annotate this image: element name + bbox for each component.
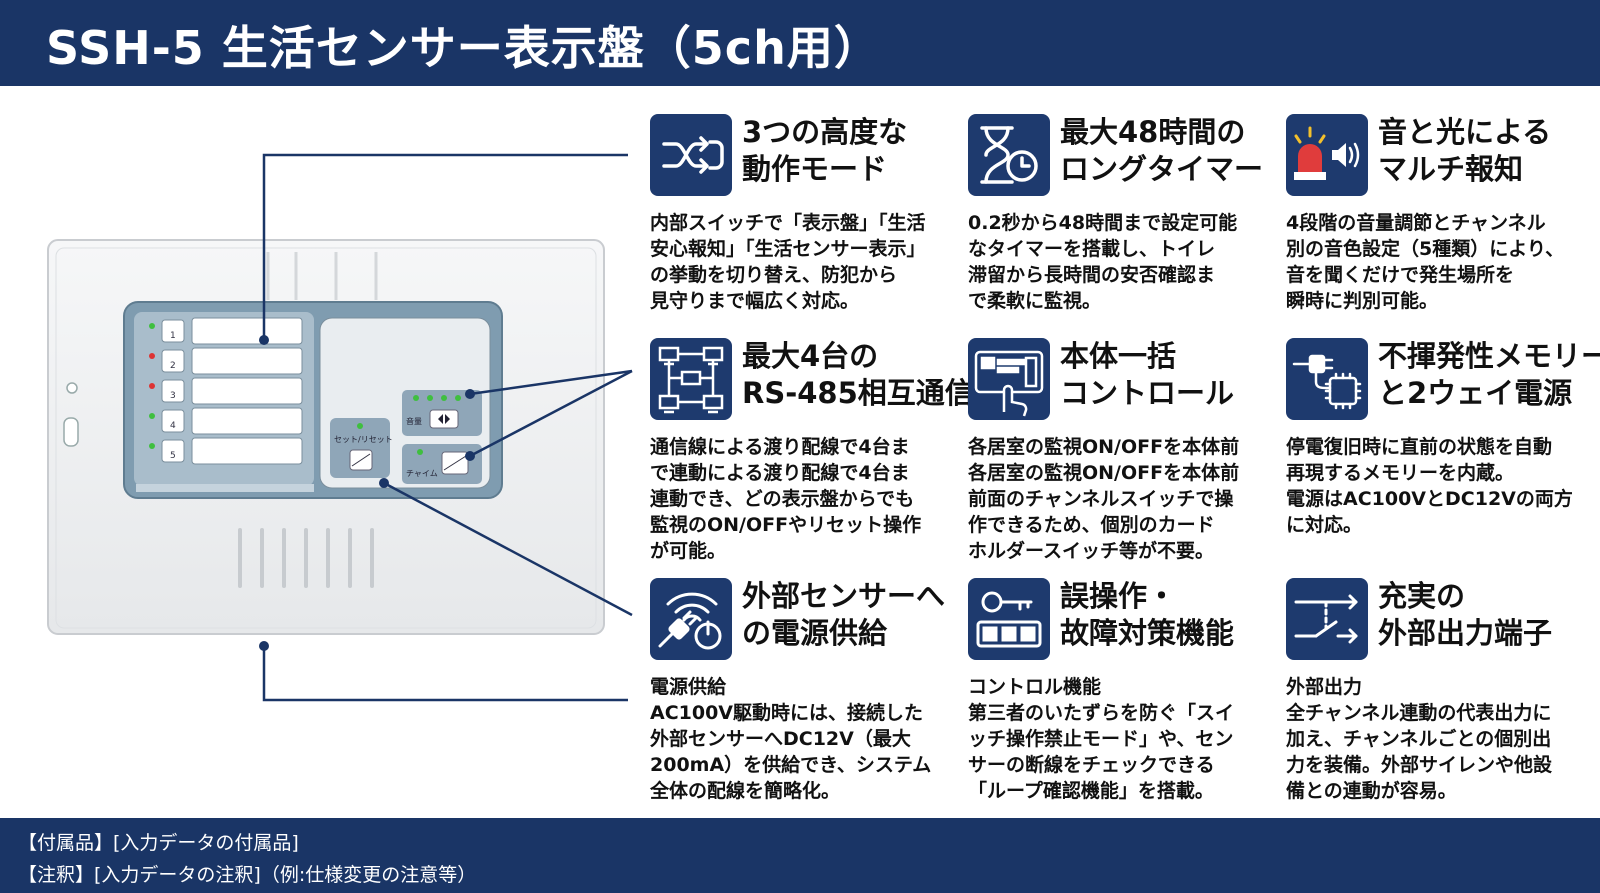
description-line: 0.2秒から48時間まで設定可能 xyxy=(968,212,1238,234)
volume-label: 音量 xyxy=(406,416,422,426)
feature-title-line: 外部センサーへ xyxy=(742,579,946,613)
feature-title-line: 充実の xyxy=(1378,579,1466,613)
feature-title-line: 故障対策機能 xyxy=(1060,616,1235,650)
description-line: 瞬時に判別可能。 xyxy=(1286,290,1439,312)
channel-number: 1 xyxy=(170,331,176,341)
description-line: 各居室の監視ON/OFFを本体前 xyxy=(968,462,1240,484)
description-line: なタイマーを搭載し、トイレ xyxy=(968,238,1216,260)
feature-description: 停電復旧時に直前の状態を自動再現するメモリーを内蔵。電源はAC100VとDC12… xyxy=(1286,434,1586,538)
description-line: 音を聞くだけで発生場所を xyxy=(1286,264,1515,286)
reset-label: セット/リセット xyxy=(334,435,393,444)
key-lock-icon xyxy=(968,578,1050,660)
network-icon xyxy=(650,338,732,420)
channel-number: 3 xyxy=(170,391,176,401)
channel-number: 5 xyxy=(170,451,176,461)
feature-subtitle: コントロル機能 xyxy=(968,676,1102,698)
description-line: 作できるため、個別のカード xyxy=(968,514,1215,536)
feature-description: 通信線による渡り配線で4台まで連動による渡り配線で4台ま連動でき、どの表示盤から… xyxy=(650,434,950,564)
feature-title-line: 最大4台の xyxy=(742,339,879,373)
description-line: 備との連動が容易。 xyxy=(1286,780,1457,802)
accessories-note: 【付属品】[入力データの付属品] xyxy=(18,832,299,854)
description-line: AC100V駆動時には、接続した xyxy=(650,702,924,724)
feature-description: 全チャンネル連動の代表出力に加え、チャンネルごとの個別出力を装備。外部サイレンや… xyxy=(1286,700,1586,804)
siren-speaker-icon xyxy=(1286,114,1368,196)
touch-panel-icon xyxy=(968,338,1050,420)
description-line: 電源はAC100VとDC12Vの両方 xyxy=(1286,488,1573,510)
feature-title-line: 最大48時間の xyxy=(1060,115,1246,149)
feature-title-line: 音と光による xyxy=(1378,115,1552,149)
description-line: が可能。 xyxy=(650,540,727,562)
chime-label: チャイム xyxy=(406,469,438,478)
description-line: 停電復旧時に直前の状態を自動 xyxy=(1286,436,1553,458)
description-line: で柔軟に監視。 xyxy=(968,290,1102,312)
feature-title-line: 3つの高度な xyxy=(742,115,908,149)
description-line: 「ループ確認機能」を搭載。 xyxy=(968,780,1214,802)
remarks-note: 【注釈】[入力データの注釈]（例:仕様変更の注意等） xyxy=(18,864,477,886)
description-line: 前面のチャンネルスイッチで操 xyxy=(968,488,1234,510)
description-line: 監視のON/OFFやリセット操作 xyxy=(650,514,922,536)
feature-description: 0.2秒から48時間まで設定可能なタイマーを搭載し、トイレ滞留から長時間の安否確… xyxy=(968,210,1268,314)
feature-title-line: 外部出力端子 xyxy=(1378,616,1553,650)
feature-title-line: と2ウェイ電源 xyxy=(1378,376,1573,410)
description-line: 別の音色設定（5種類）により、 xyxy=(1286,238,1565,260)
description-line: に対応。 xyxy=(1286,514,1363,536)
feature-title-line: 動作モード xyxy=(742,152,888,186)
channel-number: 4 xyxy=(170,421,176,431)
feature-title-line: ロングタイマー xyxy=(1060,152,1264,186)
description-line: の挙動を切り替え、防犯から xyxy=(650,264,898,286)
description-line: 連動でき、どの表示盤からでも xyxy=(650,488,915,510)
description-line: 見守りまで幅広く対応。 xyxy=(650,290,860,312)
description-line: ホルダースイッチ等が不要。 xyxy=(968,540,1215,562)
feature-title-line: RS-485相互通信 xyxy=(742,376,974,410)
feature-description: 第三者のいたずらを防ぐ「スイッチ操作禁止モード」や、センサーの断線をチェックでき… xyxy=(968,700,1268,804)
description-line: 外部センサーへDC12V（最大 xyxy=(650,728,911,750)
feature-title-line: 不揮発性メモリー xyxy=(1378,339,1600,373)
description-line: 通信線による渡り配線で4台ま xyxy=(650,436,910,458)
feature-description: 4段階の音量調節とチャンネル別の音色設定（5種類）により、音を聞くだけで発生場所… xyxy=(1286,210,1586,314)
output-switch-icon xyxy=(1286,578,1368,660)
description-line: 再現するメモリーを内蔵。 xyxy=(1286,462,1515,484)
description-line: 内部スイッチで「表示盤」「生活 xyxy=(650,212,926,234)
page-title: SSH-5 生活センサー表示盤（5ch用） xyxy=(46,21,881,75)
feature-subtitle: 外部出力 xyxy=(1286,676,1363,698)
feature-description: AC100V駆動時には、接続した外部センサーへDC12V（最大 200mA）を供給… xyxy=(650,700,950,804)
description-line: サーの断線をチェックできる xyxy=(968,754,1215,776)
feature-title-line: マルチ報知 xyxy=(1378,152,1524,186)
description-line: 安心報知」「生活センサー表示」 xyxy=(650,238,926,260)
channel-rows: 1 2 3 4 5 xyxy=(149,317,303,465)
description-line: 200mA）を供給でき、システム xyxy=(650,754,932,776)
description-line: で連動による渡り配線で4台ま xyxy=(650,462,910,484)
description-line: 加え、チャンネルごとの個別出 xyxy=(1286,728,1552,750)
feature-title-line: コントロール xyxy=(1060,376,1235,410)
footer-bar: 【付属品】[入力データの付属品] 【注釈】[入力データの注釈]（例:仕様変更の注… xyxy=(0,818,1600,893)
feature-title-line: 誤操作・ xyxy=(1060,579,1177,613)
feature-title-line: 本体一括 xyxy=(1060,339,1177,373)
feature-description: 内部スイッチで「表示盤」「生活安心報知」「生活センサー表示」の挙動を切り替え、防… xyxy=(650,210,950,314)
feature-description: 各居室の監視ON/OFFを本体前各居室の監視ON/OFFを本体前前面のチャンネル… xyxy=(968,434,1268,564)
description-line: 滞留から長時間の安否確認ま xyxy=(968,264,1216,286)
description-line: 4段階の音量調節とチャンネル xyxy=(1286,212,1546,234)
plug-chip-icon xyxy=(1286,338,1368,420)
display-panel-device: 1 2 3 4 5 セット/リセット 音量 チャイム xyxy=(47,239,605,635)
channel-number: 2 xyxy=(170,361,176,371)
description-line: 各居室の監視ON/OFFを本体前 xyxy=(968,436,1240,458)
description-line: 全体の配線を簡略化。 xyxy=(650,780,841,802)
header-bar: SSH-5 生活センサー表示盤（5ch用） xyxy=(0,0,1600,86)
device-illustration: 1 2 3 4 5 セット/リセット 音量 チャイム xyxy=(46,238,606,636)
description-line: ッチ操作禁止モード」や、セン xyxy=(968,728,1234,750)
mode-switch-icon xyxy=(650,114,732,196)
feature-title-line: の電源供給 xyxy=(742,616,888,650)
description-line: 力を装備。外部サイレンや他設 xyxy=(1286,754,1553,776)
description-line: 全チャンネル連動の代表出力に xyxy=(1286,702,1552,724)
feature-subtitle: 電源供給 xyxy=(650,676,727,698)
hourglass-clock-icon xyxy=(968,114,1050,196)
description-line: 第三者のいたずらを防ぐ「スイ xyxy=(968,702,1235,724)
wireless-power-icon xyxy=(650,578,732,660)
